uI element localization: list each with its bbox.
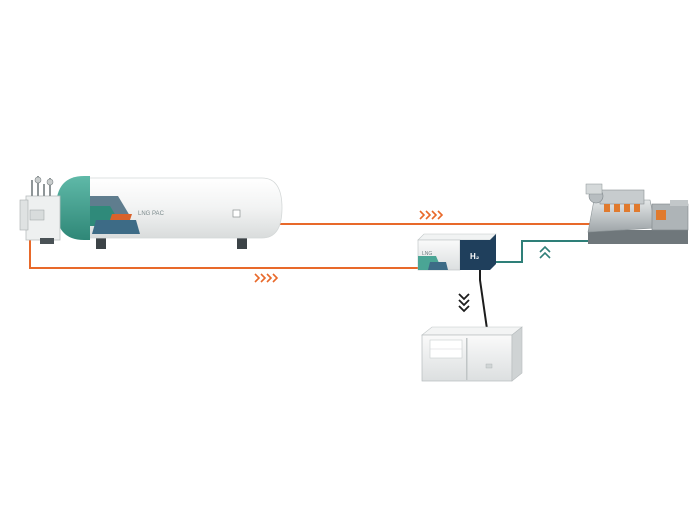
tank-support-right [237,233,247,249]
hydrogen-flow-up-arrows [539,245,551,259]
reformer-h2-section [460,234,496,270]
tank-cold-box [19,176,61,244]
tank-nameplate [232,209,241,218]
power-flow-down-arrows [458,293,470,313]
reformer-h2-label: H₂ [470,252,480,261]
tank-support-left [96,233,106,249]
tank-graphic-navy [92,220,140,234]
reformer-lng-label: LNG [422,251,432,257]
tank-label: LNG PAC [138,211,165,217]
lng-hydrogen-reformer: LNG H₂ [417,233,497,271]
flow-arrows-upper [419,210,444,220]
lng-pac-tank: LNG PAC [19,176,283,249]
engine-generator [651,203,689,231]
battery-container [421,326,523,382]
hydrogen-pipe [490,240,590,263]
flow-arrows-lower [254,273,279,283]
reformer-graphic-blue [428,262,448,270]
tank-teal-end-cap [56,176,90,240]
engine-cylinder-heads [604,204,640,212]
lng-pipe-lower [29,237,418,269]
container-nameplate [485,363,493,369]
engine-genset [585,183,689,244]
